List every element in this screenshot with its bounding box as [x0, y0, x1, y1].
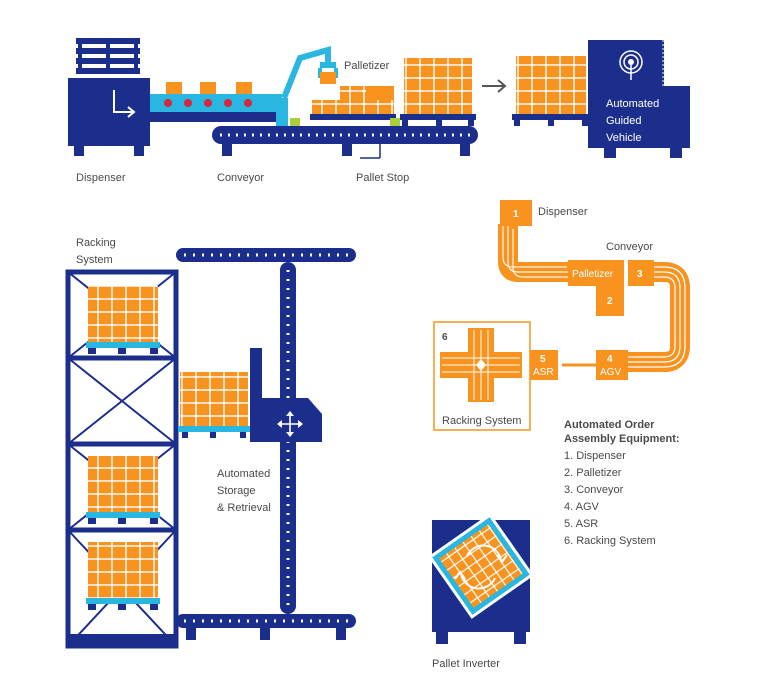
flow-num-5: 5	[540, 354, 546, 365]
flow-label-conveyor: Conveyor	[606, 241, 653, 253]
rotate-icon	[454, 544, 508, 590]
racking-label-line2: System	[76, 254, 113, 266]
asr-rails	[176, 248, 356, 640]
top-conveyor	[150, 82, 282, 122]
flow-label-palletizer: Palletizer	[572, 269, 614, 280]
flow-label-dispenser: Dispenser	[538, 206, 588, 218]
pallet-inverter	[428, 513, 534, 644]
legend-item: 1. Dispenser	[564, 450, 626, 462]
flow-num-4: 4	[607, 354, 613, 365]
flow-box-conveyor	[628, 260, 654, 286]
move-arrows-icon	[277, 411, 303, 437]
equipment-legend: Automated Order Assembly Equipment: 1. D…	[564, 419, 680, 547]
flow-label-asr: ASR	[533, 367, 554, 378]
legend-title-line2: Assembly Equipment:	[564, 433, 680, 445]
arrow-right-icon	[482, 79, 507, 93]
agv-label-line3: Vehicle	[606, 132, 641, 144]
agv-label-line1: Automated	[606, 98, 659, 110]
rack-pallet-2	[86, 456, 160, 524]
flow-box-dispenser	[500, 200, 532, 226]
asr-label-line3: & Retrieval	[217, 502, 271, 514]
flow-num-6: 6	[442, 332, 448, 343]
racking-label-line1: Racking	[76, 237, 116, 249]
flow-box-asr	[530, 350, 558, 380]
legend-title-line1: Automated Order	[564, 419, 655, 431]
flow-box-palletizer	[568, 260, 624, 286]
rack-pallet-3	[86, 542, 160, 610]
asr-label-line1: Automated	[217, 468, 270, 480]
flow-label-racking: Racking System	[442, 415, 521, 427]
palletizer-machine	[276, 46, 396, 126]
pallet-stop-label: Pallet Stop	[356, 172, 409, 184]
legend-item: 6. Racking System	[564, 535, 656, 547]
flow-paths	[498, 219, 690, 372]
asr-label-line2: Storage	[217, 485, 256, 497]
legend-item: 4. AGV	[564, 501, 600, 513]
flow-num-1: 1	[513, 209, 519, 220]
flow-label-agv: AGV	[600, 367, 621, 378]
flow-box-racking	[433, 321, 531, 431]
flow-box-agv	[596, 350, 628, 380]
pallet-stack	[76, 38, 140, 74]
dispenser-machine	[68, 38, 150, 156]
wifi-antenna-icon	[619, 50, 643, 80]
inverter-label: Pallet Inverter	[432, 658, 500, 670]
agv-vehicle	[512, 40, 690, 158]
flow-boxes: 1 Dispenser Conveyor Palletizer 2 3 4 AG…	[433, 200, 654, 431]
conveyor-label: Conveyor	[217, 172, 264, 184]
palletizer-label: Palletizer	[344, 60, 390, 72]
racking-cross-icon	[440, 328, 522, 402]
legend-item: 5. ASR	[564, 518, 598, 530]
legend-item: 3. Conveyor	[564, 484, 624, 496]
flow-num-2: 2	[607, 296, 613, 307]
pallet-loaded-top	[390, 58, 476, 126]
flow-num-3: 3	[637, 269, 643, 280]
roller-belt	[212, 126, 478, 159]
dispenser-label: Dispenser	[76, 172, 126, 184]
legend-item: 2. Palletizer	[564, 467, 622, 479]
asr-shuttle	[178, 348, 322, 442]
flow-box-palletizer-num	[596, 286, 624, 316]
rack-pallet-1	[86, 286, 160, 354]
agv-label-line2: Guided	[606, 115, 641, 127]
